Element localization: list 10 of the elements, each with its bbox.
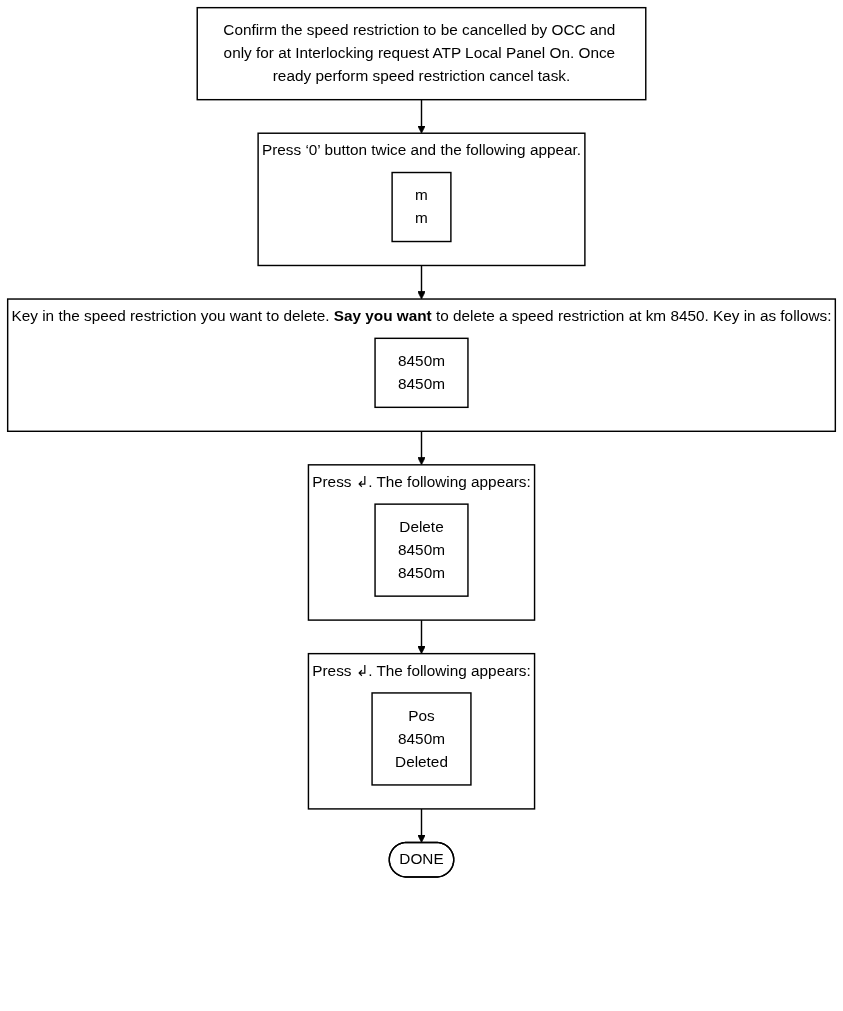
arrow: [417, 619, 426, 655]
node-box: Confirm the speed restriction to be cancelled by OCC and only for at Interlocking request ATP Local Panel On. Once ready perform speed restriction cancel task.: [196, 6, 647, 101]
arrow: [417, 264, 426, 300]
arrow: [417, 98, 426, 134]
node-box: Pos 8450m Deleted: [371, 692, 472, 786]
arrow: [417, 808, 426, 843]
arrow: [417, 430, 426, 466]
node-box: 8450m 8450m: [374, 337, 469, 409]
node-box: m m: [391, 171, 452, 243]
node-box: Delete 8450m 8450m: [374, 503, 469, 597]
